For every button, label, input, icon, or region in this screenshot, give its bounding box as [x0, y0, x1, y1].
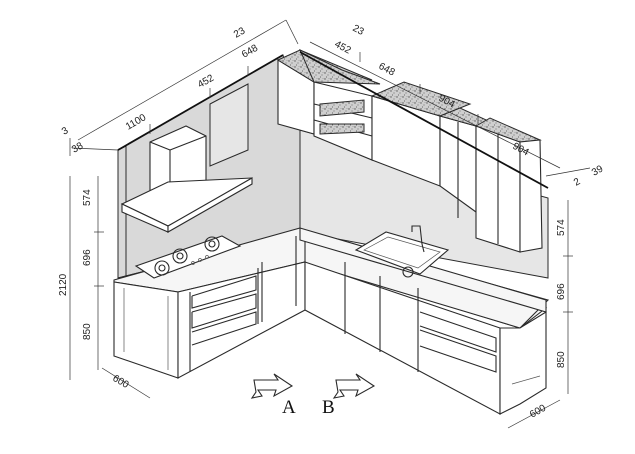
sink [354, 225, 450, 278]
dim-648-right: 648 [377, 61, 397, 79]
dim-23-right: 23 [351, 23, 366, 38]
dim-lines-depth [101, 367, 561, 429]
dim-574-right: 574 [556, 219, 567, 236]
dim-39: 39 [590, 163, 606, 178]
dim-lines-top-right [309, 41, 591, 177]
view-label-b: B [322, 397, 335, 418]
view-arrow-a: A [250, 373, 296, 418]
dim-2: 2 [572, 176, 583, 189]
dim-lines-top-left [69, 19, 299, 156]
view-arrow-b: B [322, 373, 376, 418]
dim-452-right: 452 [333, 39, 353, 57]
gas-hob [134, 235, 242, 279]
back-base-cabinets [304, 261, 547, 415]
dim-text-right-height: 574 696 850 [556, 219, 567, 368]
wall-outline [117, 51, 549, 189]
left-base-cabinets [113, 236, 306, 379]
dim-lines-right-height [563, 200, 573, 394]
dim-2120: 2120 [58, 273, 69, 296]
dim-38: 38 [70, 140, 86, 155]
dim-648-left: 648 [240, 43, 260, 61]
dim-452-left: 452 [196, 73, 216, 91]
dim-3: 3 [60, 125, 71, 138]
dim-696-right: 696 [556, 283, 567, 300]
dim-23-left: 23 [232, 25, 248, 40]
view-label-a: A [282, 397, 296, 418]
dim-600-left: 600 [111, 373, 131, 391]
dim-text-left-height: 574 696 850 2120 [58, 189, 93, 340]
range-hood [120, 125, 253, 233]
dim-850-right: 850 [556, 351, 567, 368]
dim-lines-left-height [69, 176, 104, 380]
dim-600-right: 600 [528, 403, 548, 421]
dim-1100: 1100 [124, 112, 149, 132]
dim-850-left: 850 [82, 323, 93, 340]
dim-696-left: 696 [82, 249, 93, 266]
dim-574-left: 574 [82, 189, 93, 206]
